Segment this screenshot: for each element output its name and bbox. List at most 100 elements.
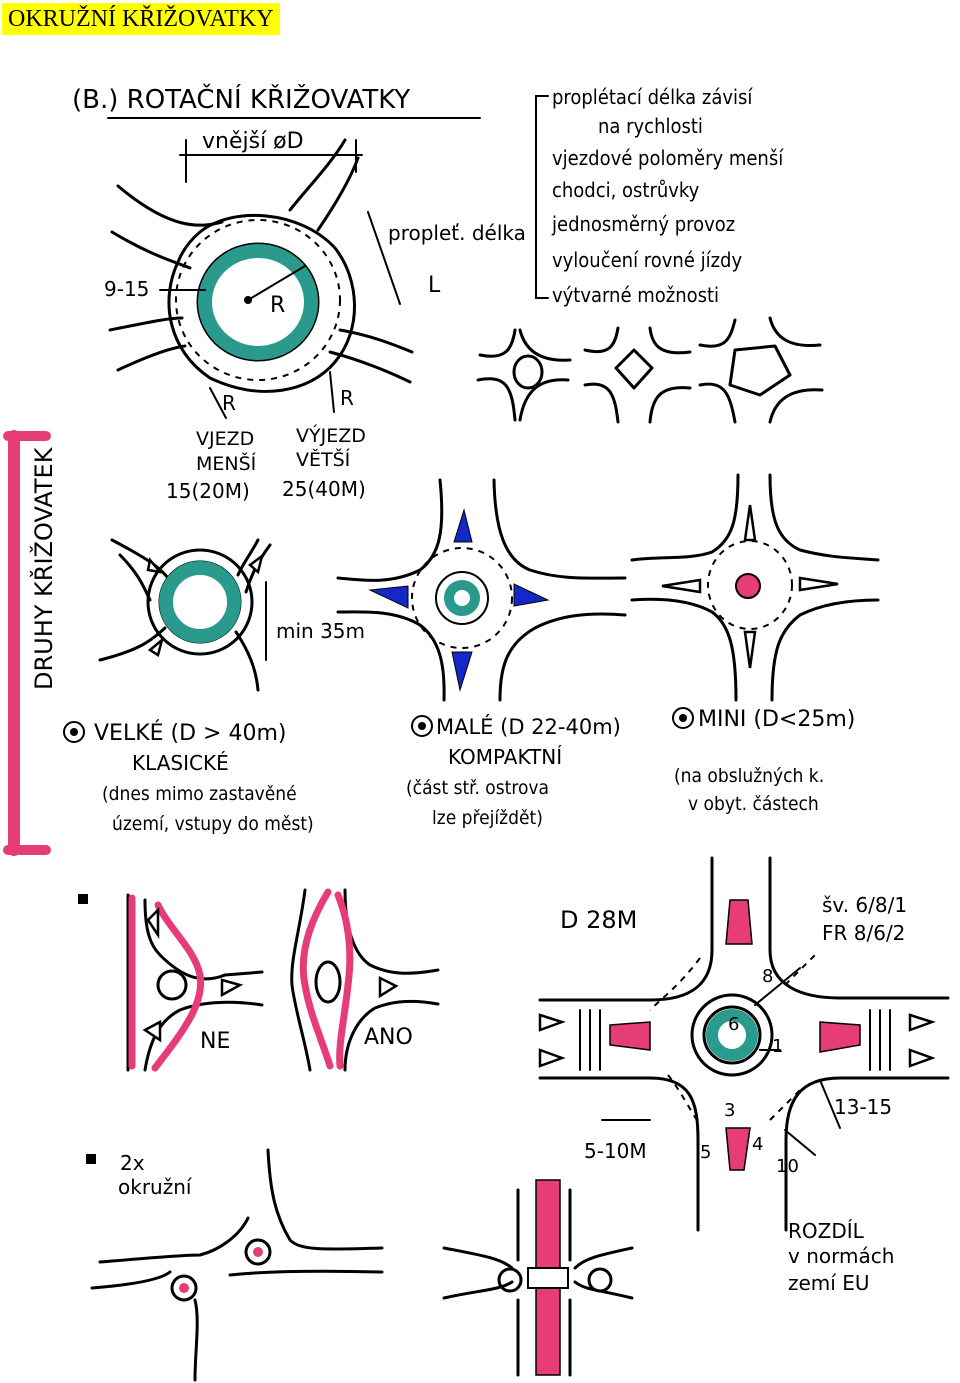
notes-list: proplétací délka závisí na rychlosti vje… xyxy=(535,85,784,307)
exit-radius-value: 25(40M) xyxy=(282,477,366,501)
flow-yes-path xyxy=(299,888,334,1070)
d28-road-edges xyxy=(538,856,950,1232)
exit-radius-label: R xyxy=(340,386,354,410)
large-note: (dnes mimo zastavěné xyxy=(102,783,297,805)
road-edge xyxy=(116,184,224,227)
flow-yes-label: ANO xyxy=(364,1025,413,1050)
d28-splitter-island xyxy=(819,1021,861,1053)
d28-dim-radius-range: 13-15 xyxy=(834,1095,892,1119)
weave-length-label: propleť. délka xyxy=(388,221,526,245)
section-b-heading: (B.) ROTAČNÍ KŘIŽOVATKY xyxy=(72,83,410,115)
entry-radius-label: R xyxy=(222,391,236,415)
large-title: VELKÉ (D > 40m) xyxy=(94,720,286,746)
d28-dim-island: 6 xyxy=(728,1014,739,1035)
side-label-text: DRUHY KŘIŽOVATEK xyxy=(29,446,58,690)
bullet-icon xyxy=(411,715,433,737)
mini-ring-dashed xyxy=(707,540,793,630)
central-island-fill xyxy=(198,244,318,360)
d28-crosswalk xyxy=(579,1009,891,1071)
small-splitter-island xyxy=(368,585,409,609)
mini-title: MINI (D<25m) xyxy=(698,707,855,732)
d28-reference: FR 8/6/2 xyxy=(822,921,905,945)
flow-yes: ANO xyxy=(290,888,440,1072)
exit-label: VÝJEZD xyxy=(296,424,366,447)
large-size-label: min 35m xyxy=(276,619,365,643)
small-splitter-island xyxy=(453,508,473,543)
note-item: jednosměrný provoz xyxy=(551,212,735,236)
small-ring-dashed xyxy=(411,547,513,649)
double-roundabout: 2x okružní ROZDÍL v normách zemí EU xyxy=(86,1148,894,1382)
large-note: území, vstupy do měst) xyxy=(112,813,314,835)
mini-note: (na obslužných k. xyxy=(674,765,824,787)
outer-diameter-label: vnější øD xyxy=(202,129,304,154)
entry-radius-value: 15(20M) xyxy=(166,479,250,503)
mini-note: v obyt. částech xyxy=(688,793,819,815)
bullet-square-icon xyxy=(86,1154,96,1164)
small-title: MALÉ (D 22-40m) xyxy=(436,714,621,739)
radius-line xyxy=(247,265,306,301)
island-shape-sketches xyxy=(476,316,824,424)
small-splitter-island xyxy=(513,583,550,607)
ring-outer-edge xyxy=(167,214,356,393)
type-small: MALÉ (D 22-40m) KOMPAKTNÍ (část stř. ost… xyxy=(336,478,627,829)
small-note: lze přejíždět) xyxy=(432,807,543,829)
d28-dim-offset: 5-10M xyxy=(584,1139,647,1163)
bullet-square-icon xyxy=(78,894,88,904)
d28-detail: D 28M šv. 6/8/1 FR 8/6/2 6 8 1 3 5 4 10 … xyxy=(538,856,950,1232)
d28-dim-entry: 3 xyxy=(724,1100,735,1121)
entry-label: VJEZD xyxy=(196,428,254,450)
note-item: výtvarné možnosti xyxy=(552,283,719,307)
ring-width-label: 9-15 xyxy=(104,277,149,301)
d28-dim-apron: 1 xyxy=(772,1036,783,1057)
flow-yes-path xyxy=(334,891,354,1070)
large-island-fill xyxy=(159,561,241,643)
double-ring-2 xyxy=(244,1238,272,1266)
double-note: zemí EU xyxy=(788,1271,869,1295)
small-note: (část stř. ostrova xyxy=(406,777,549,799)
page-title: OKRUŽNÍ KŘIŽOVATKY xyxy=(2,3,280,35)
double-label: 2x xyxy=(120,1151,145,1175)
small-island-fill xyxy=(444,580,480,616)
double-label: okružní xyxy=(118,1175,193,1199)
radius-label: R xyxy=(270,293,285,318)
d28-splitter-island xyxy=(725,899,753,945)
note-item: vyloučení rovné jízdy xyxy=(552,248,742,272)
bullet-icon xyxy=(63,721,85,743)
d28-title: D 28M xyxy=(560,906,637,934)
note-item: vjezdové poloměry menší xyxy=(552,146,784,170)
side-label: DRUHY KŘIŽOVATEK xyxy=(3,430,58,856)
small-subtitle: KOMPAKTNÍ xyxy=(448,745,562,769)
section-b: (B.) ROTAČNÍ KŘIŽOVATKY vnější øD R 9-15… xyxy=(72,83,526,503)
entry-smaller-label: MENŠÍ xyxy=(196,451,257,475)
type-mini: MINI (D<25m) (na obslužných k. v obyt. č… xyxy=(630,473,880,815)
ring-dashed-lane xyxy=(175,219,341,381)
d28-dim-island-length: 5 xyxy=(700,1142,711,1163)
type-large: min 35m VELKÉ (D > 40m) KLASICKÉ (dnes m… xyxy=(63,538,365,835)
island-diamond xyxy=(614,348,654,390)
note-item: na rychlosti xyxy=(598,114,703,138)
small-splitter-island xyxy=(451,651,473,692)
double-ring-1 xyxy=(170,1274,198,1302)
double-island-1 xyxy=(179,1283,189,1293)
d28-dim-radius: 10 xyxy=(776,1156,799,1177)
double-note: ROZDÍL xyxy=(788,1219,865,1243)
flow-yes-island xyxy=(314,960,342,1004)
d28-dim-ring: 8 xyxy=(762,966,773,987)
d28-splitter-island xyxy=(725,1127,751,1171)
d28-island-fill xyxy=(706,1009,758,1061)
bullet-icon xyxy=(672,707,694,729)
large-ring xyxy=(146,548,254,656)
island-circle xyxy=(512,354,544,390)
weave-length-symbol: L xyxy=(428,273,441,298)
flow-no-label: NE xyxy=(200,1029,230,1054)
flow-no-island xyxy=(156,969,188,1001)
large-subtitle: KLASICKÉ xyxy=(132,751,229,775)
double-island-2 xyxy=(253,1247,263,1257)
d28-ring xyxy=(690,993,774,1077)
mini-island xyxy=(735,573,761,599)
d28-dim-lane: 4 xyxy=(752,1134,763,1155)
note-item: chodci, ostrůvky xyxy=(552,178,700,202)
weave-length-dimension xyxy=(367,211,401,305)
double-note: v normách xyxy=(788,1244,894,1268)
notes-bracket xyxy=(535,95,549,299)
